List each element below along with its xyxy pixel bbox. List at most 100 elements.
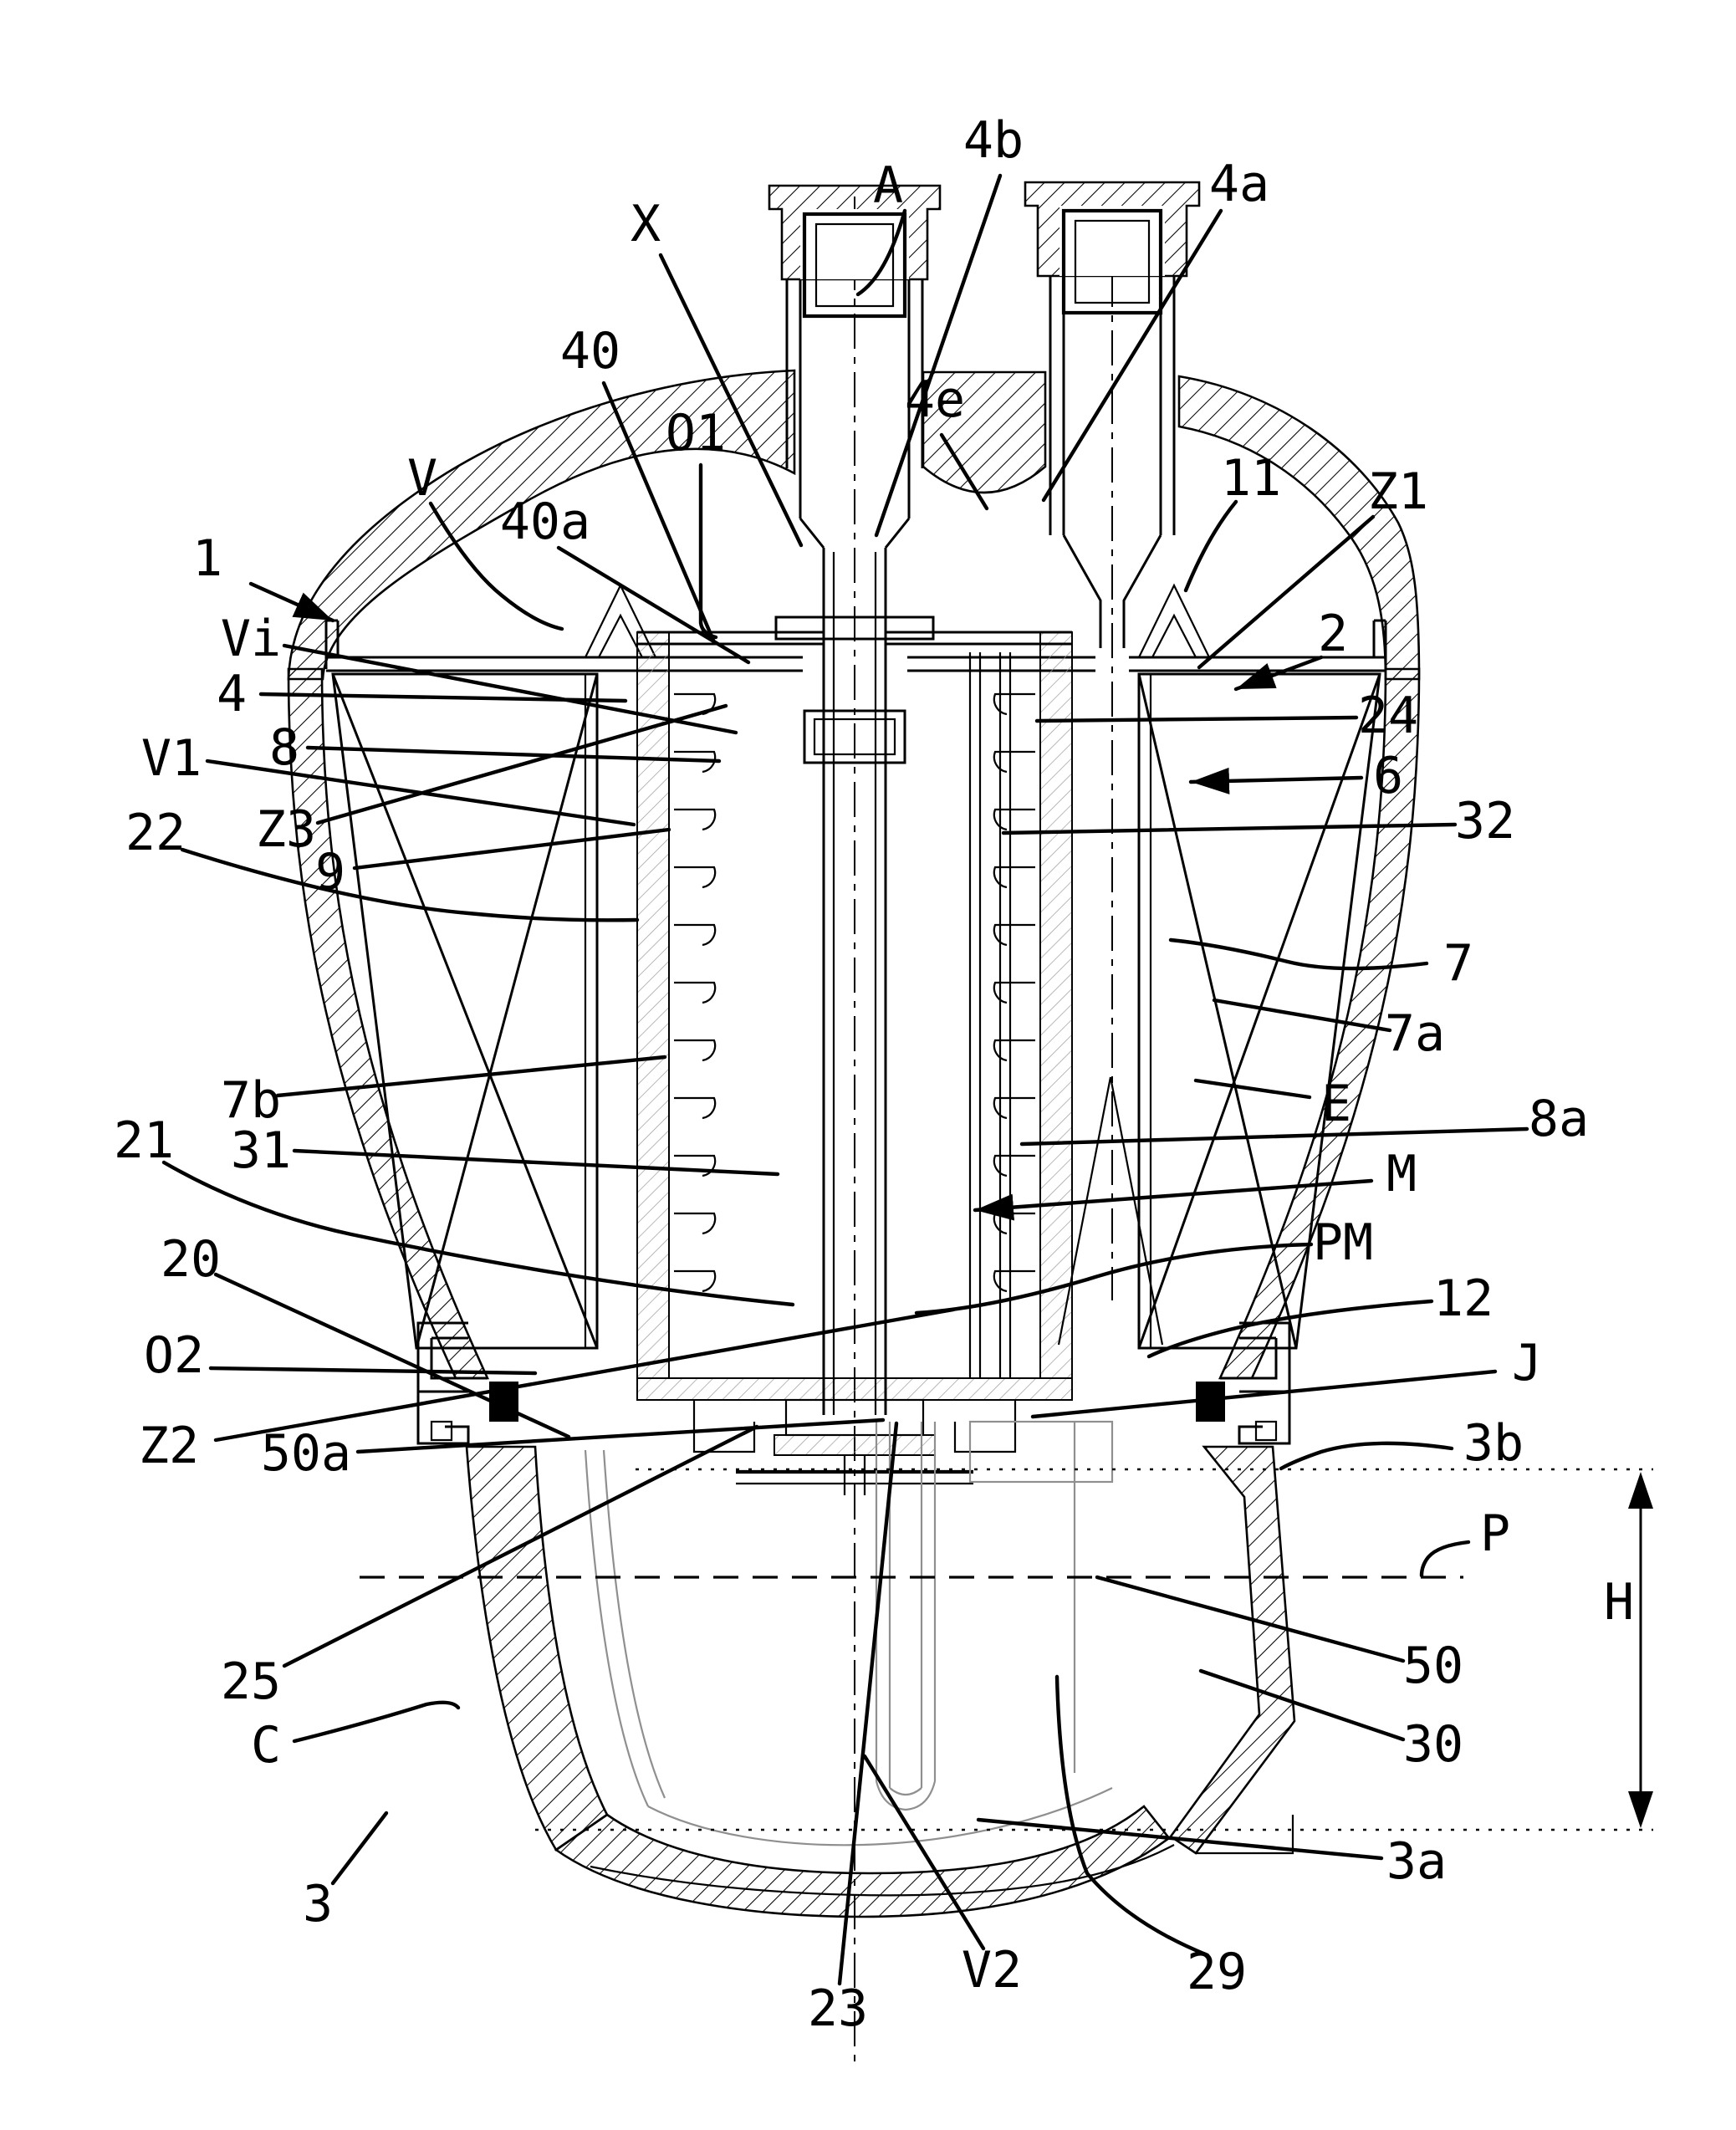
left-port-insert-outer [802,212,907,319]
dimension-H [1628,1472,1653,1828]
central-tube [774,548,935,1415]
deflector-cone [1057,1076,1164,1346]
ref-label-PM: PM [1313,1213,1373,1272]
ref-label-4: 4 [217,665,247,723]
leader-30 [1198,1668,1406,1742]
ref-label-3b: 3b [1463,1414,1524,1473]
inlet-outlet-ports [768,181,1201,648]
leader-O1 [698,462,718,640]
ref-label-A: A [873,156,903,215]
tube-flange [774,616,935,641]
leader-23 [837,1421,899,1986]
ref-label-E: E [1321,1075,1351,1133]
cup-seam-3a [590,1844,1175,1897]
ref-label-8a: 8a [1529,1090,1589,1148]
inner-sleeve [636,631,1164,1401]
leader-8a [1019,1126,1529,1147]
collar-right [1238,1321,1291,1445]
ref-label-H: H [1604,1573,1634,1632]
shell-wall-left [287,667,490,1380]
cup-foot [1196,1815,1294,1855]
leader-Z3 [315,703,728,825]
reference-lines [360,1468,1653,1831]
filter-left-cross [331,673,599,1349]
left-port-insert-inner [814,222,895,308]
ref-label-2: 2 [1318,605,1348,663]
right-port-insert-outer [1061,208,1163,315]
ref-label-V: V [407,449,437,508]
ref-label-12: 12 [1433,1269,1493,1328]
ref-label-Z3: Z3 [256,800,316,859]
ref-label-20: 20 [161,1230,221,1289]
leader-V [428,501,564,631]
valve-disc [774,1434,936,1456]
ref-label-7: 7 [1443,934,1473,993]
ref-label-7b: 7b [221,1071,281,1130]
leader-32 [1001,822,1458,835]
ref-label-40: 40 [560,322,620,381]
inner-cup-phantom [584,1420,1114,1847]
ref-label-4b: 4b [963,111,1024,170]
left-port-cap-cavity [800,209,909,279]
clip-right [1138,583,1210,658]
ref-label-O2: O2 [144,1326,204,1385]
ref-label-6: 6 [1373,747,1403,805]
leader-7b [275,1055,667,1098]
leader-25 [282,1424,759,1668]
lower-cup [465,1420,1296,1918]
leader-6 [1188,767,1364,794]
dome-right-section [1177,375,1421,681]
leader-40a [556,545,751,665]
leader-A [855,208,907,297]
leader-Vi [282,643,738,735]
ref-label-4e: 4e [905,370,965,429]
leader-X [658,253,804,548]
right-port-insert-inner [1074,219,1151,304]
internals [324,548,1387,1495]
ref-label-9: 9 [315,843,345,902]
ref-label-32: 32 [1455,792,1515,850]
leader-4 [258,692,628,703]
ref-label-50: 50 [1403,1637,1463,1695]
leader-3a [976,1817,1384,1861]
ref-label-8: 8 [269,718,299,777]
snorkel-tube-50 [875,1422,937,1788]
tube-insert-Z3 [803,709,906,764]
leader-3b [1279,1441,1454,1471]
ref-label-J: J [1512,1334,1542,1392]
ref-label-V1: V1 [141,729,202,788]
top-tray [324,583,1387,672]
ref-label-P: P [1480,1504,1510,1563]
ref-label-24: 24 [1358,687,1418,745]
axes [854,197,1113,2061]
ref-label-O1: O1 [666,404,726,462]
ref-label-22: 22 [125,804,186,862]
filter-right-cross [1137,673,1381,1349]
leader-31 [292,1148,780,1177]
ref-label-4a: 4a [1209,155,1269,213]
ref-label-3: 3 [303,1875,333,1933]
leader-11 [1183,499,1238,593]
ref-label-25: 25 [221,1652,281,1711]
ref-label-21: 21 [114,1111,174,1170]
leader-J [1030,1369,1498,1419]
cup-wall-left [465,1445,609,1852]
joint-collars [416,1321,1291,1445]
ref-label-3a: 3a [1386,1832,1447,1891]
leader-50 [1095,1575,1406,1663]
ref-label-Z2: Z2 [139,1417,199,1475]
leader-lines [161,173,1529,1986]
leader-7 [1168,937,1429,971]
leader-12 [1146,1299,1434,1359]
ref-label-V2: V2 [962,1941,1022,2000]
leader-Z1 [1197,514,1376,670]
ref-label-M: M [1386,1145,1417,1203]
leader-P [1419,1540,1471,1578]
disc-stack [674,692,1035,1293]
sleeve-bottom-plate [636,1377,1073,1401]
ref-label-7a: 7a [1385,1004,1445,1063]
right-port-cap-cavity [1059,206,1165,276]
ref-label-40a: 40a [500,493,590,551]
